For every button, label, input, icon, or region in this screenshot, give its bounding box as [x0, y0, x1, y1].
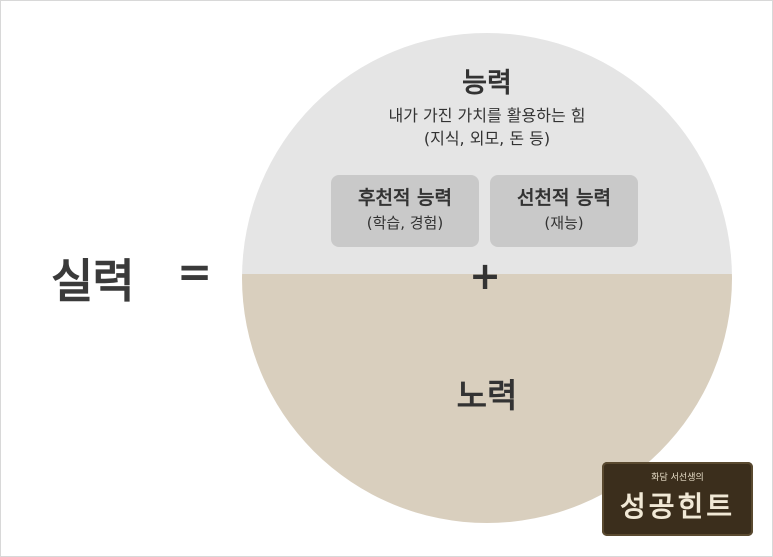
innate-ability-box: 선천적 능력 (재능) — [490, 175, 638, 247]
plus-sign: + — [469, 254, 501, 298]
acquired-ability-subtitle: (학습, 경험) — [366, 214, 444, 232]
skill-label: 실력 — [51, 254, 135, 308]
innate-ability-title: 선천적 능력 — [516, 187, 611, 209]
ability-description-line1: 내가 가진 가치를 활용하는 힘 — [388, 106, 586, 125]
innate-ability-subtitle: (재능) — [544, 214, 584, 232]
equals-sign: = — [177, 247, 213, 296]
brand-logo: 화담 서선생의 성공힌트 — [602, 462, 753, 536]
effort-title: 노력 — [456, 376, 518, 415]
logo-title: 성공힌트 — [619, 490, 736, 523]
acquired-ability-box: 후천적 능력 (학습, 경험) — [331, 175, 479, 247]
ability-half — [242, 33, 732, 274]
acquired-ability-title: 후천적 능력 — [357, 187, 452, 209]
ability-description-line2: (지식, 외모, 돈 등) — [423, 129, 551, 148]
ability-description: 내가 가진 가치를 활용하는 힘 (지식, 외모, 돈 등) — [242, 104, 732, 150]
logo-subtitle: 화담 서선생의 — [651, 473, 704, 483]
skill-circle — [242, 33, 732, 523]
ability-title: 능력 — [462, 68, 512, 99]
